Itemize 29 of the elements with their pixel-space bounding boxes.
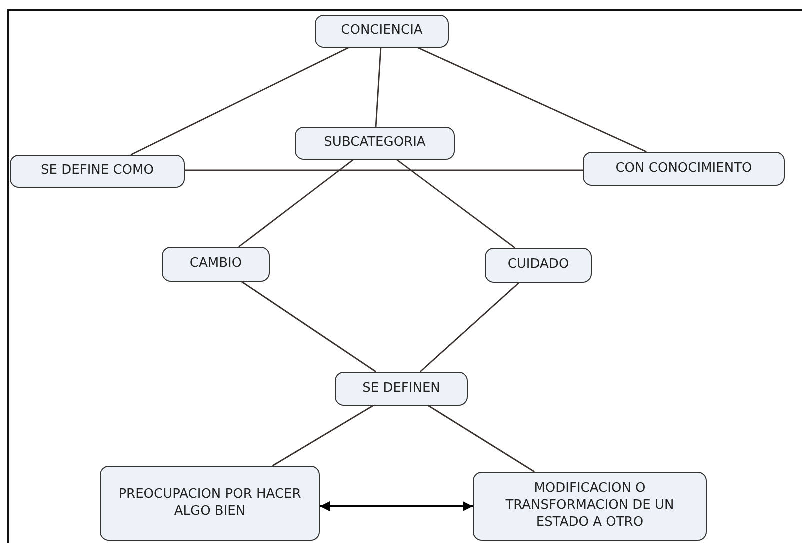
concept-box bbox=[295, 127, 455, 160]
connector-line bbox=[238, 159, 354, 248]
concept-box bbox=[335, 372, 468, 406]
connector-line bbox=[375, 48, 382, 128]
concept-label: PREOCUPACION POR HACER ALGO BIEN bbox=[118, 486, 302, 520]
concept-label: CON CONOCIMIENTO bbox=[616, 160, 752, 178]
concept-box bbox=[485, 248, 592, 283]
concept-label: MODIFICACION O TRANSFORMACION DE UN ESTADO A OTRO bbox=[504, 481, 676, 532]
concept-box bbox=[473, 472, 707, 541]
concept-label: SE DEFINEN bbox=[362, 380, 440, 398]
concept-box bbox=[100, 466, 320, 541]
connector-line bbox=[396, 159, 516, 249]
double-arrow bbox=[320, 502, 473, 512]
connector-line bbox=[428, 405, 536, 473]
concept-label: SUBCATEGORIA bbox=[324, 135, 426, 152]
concept-label: CAMBIO bbox=[190, 256, 242, 273]
concept-label: SE DEFINE COMO bbox=[41, 163, 154, 180]
connector-line bbox=[130, 47, 349, 156]
connector-line bbox=[185, 170, 583, 172]
concept-box bbox=[583, 152, 785, 186]
connector-line bbox=[272, 405, 374, 467]
connector-line bbox=[418, 47, 647, 153]
concept-box bbox=[315, 15, 449, 48]
concept-box bbox=[162, 247, 270, 282]
connector-line bbox=[420, 282, 520, 373]
connector-line bbox=[242, 281, 377, 373]
concept-label: CONCIENCIA bbox=[341, 23, 423, 40]
concept-box bbox=[10, 155, 185, 188]
concept-label: CUIDADO bbox=[508, 257, 570, 274]
